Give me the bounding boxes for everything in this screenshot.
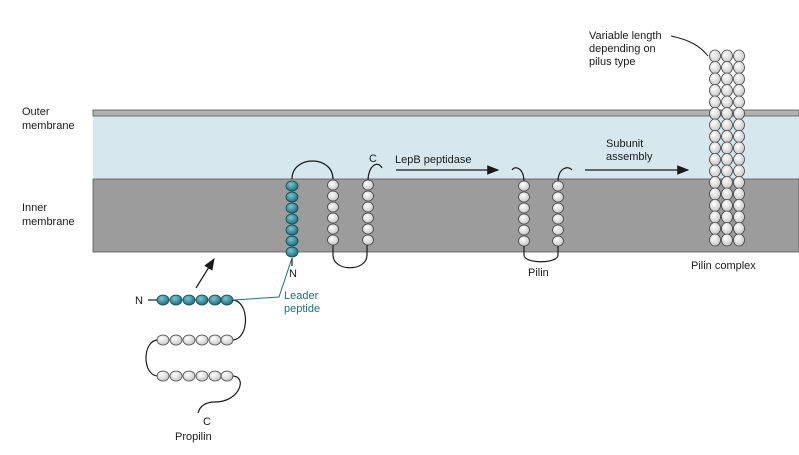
insertion-arrow — [195, 257, 215, 289]
pilin-complex-bead — [709, 187, 721, 201]
pilin-complex-bead — [733, 95, 745, 109]
prepilin-helix-2 — [362, 179, 374, 246]
pilin-complex-bead — [721, 49, 733, 63]
pilin-complex-bead — [733, 164, 745, 178]
propilin-c-terminus-label: C — [203, 416, 211, 428]
pilin-complex-bead — [721, 61, 733, 74]
propilin-helix-row-2 — [156, 370, 234, 382]
pilin-complex-bead — [733, 199, 745, 212]
inner-membrane — [92, 178, 799, 253]
pilin-complex-bead — [709, 49, 721, 63]
pilin-complex-bead — [709, 153, 721, 166]
pilin-complex-column — [709, 49, 745, 247]
pilin-complex-bead — [733, 210, 745, 224]
pilin-complex-bead — [709, 107, 721, 120]
leader-callout-lines — [233, 257, 293, 301]
pilin-helix-1 — [518, 180, 530, 247]
pilin-complex-bead — [709, 130, 721, 143]
pilin-complex-bead — [709, 164, 721, 178]
pilin-complex-bead — [733, 107, 745, 120]
variable-length-callout — [670, 35, 709, 57]
pilin-complex-bead — [709, 199, 721, 212]
pilin-complex-bead — [709, 84, 721, 97]
pilin-complex-bead — [709, 222, 721, 235]
pilin-complex-label: Pilin complex — [691, 260, 756, 272]
propilin-helix-row-1 — [156, 334, 234, 346]
pilin-complex-bead — [733, 130, 745, 143]
process-arrows — [195, 165, 690, 289]
pilin-helix-2 — [552, 180, 564, 247]
pilin-complex-bead — [721, 210, 733, 224]
pilin-complex-bead — [721, 222, 733, 235]
pilin-complex-bead — [709, 210, 721, 224]
pilin-complex-bead — [733, 141, 745, 155]
pilin-complex-bead — [721, 233, 733, 247]
pilin-complex-bead — [709, 95, 721, 109]
pilin-complex-bead — [721, 72, 733, 86]
pilin-complex-bead — [709, 61, 721, 74]
pilin-complex-bead — [733, 118, 745, 132]
pilin-complex-bead — [733, 49, 745, 63]
propilin-label: Propilin — [175, 431, 212, 443]
pilin-complex-bead — [709, 233, 721, 247]
n-terminus-label: N — [289, 268, 297, 280]
propilin-n-terminus-label: N — [135, 295, 143, 307]
pilin-complex-bead — [721, 95, 733, 109]
pilin-complex-bead — [721, 130, 733, 143]
pilin-complex-bead — [733, 176, 745, 189]
prepilin-helix-1 — [327, 179, 339, 246]
c-terminus-label: C — [369, 153, 377, 165]
pilin-complex-bead — [709, 141, 721, 155]
pilin-complex-bead — [709, 72, 721, 86]
pilin-complex-bead — [733, 84, 745, 97]
pilin-complex-bead — [721, 187, 733, 201]
pilin-complex-bead — [721, 84, 733, 97]
pilin-complex-bead — [733, 233, 745, 247]
outer-membrane — [92, 109, 799, 117]
pilin-label: Pilin — [528, 267, 549, 279]
propilin-leader-beads — [156, 294, 234, 306]
pilin-complex-bead — [721, 141, 733, 155]
protein-backbone-lines — [145, 160, 573, 414]
pilin-complex-bead — [721, 107, 733, 120]
pilin-complex-bead — [709, 176, 721, 189]
pilin-complex-bead — [733, 153, 745, 166]
pilin-complex-bead — [721, 164, 733, 178]
pilin-complex-bead — [721, 118, 733, 132]
pilin-complex-bead — [733, 61, 745, 74]
pilin-complex-bead — [733, 187, 745, 201]
pilin-complex-bead — [721, 153, 733, 166]
leader-peptide-membrane — [285, 180, 299, 258]
pilin-complex-bead — [733, 222, 745, 235]
pilin-complex-bead — [721, 176, 733, 189]
pilin-complex-bead — [721, 199, 733, 212]
lepb-peptidase-label: LepB peptidase — [395, 154, 471, 166]
pilin-complex-bead — [709, 118, 721, 132]
pilin-complex-bead — [733, 72, 745, 86]
